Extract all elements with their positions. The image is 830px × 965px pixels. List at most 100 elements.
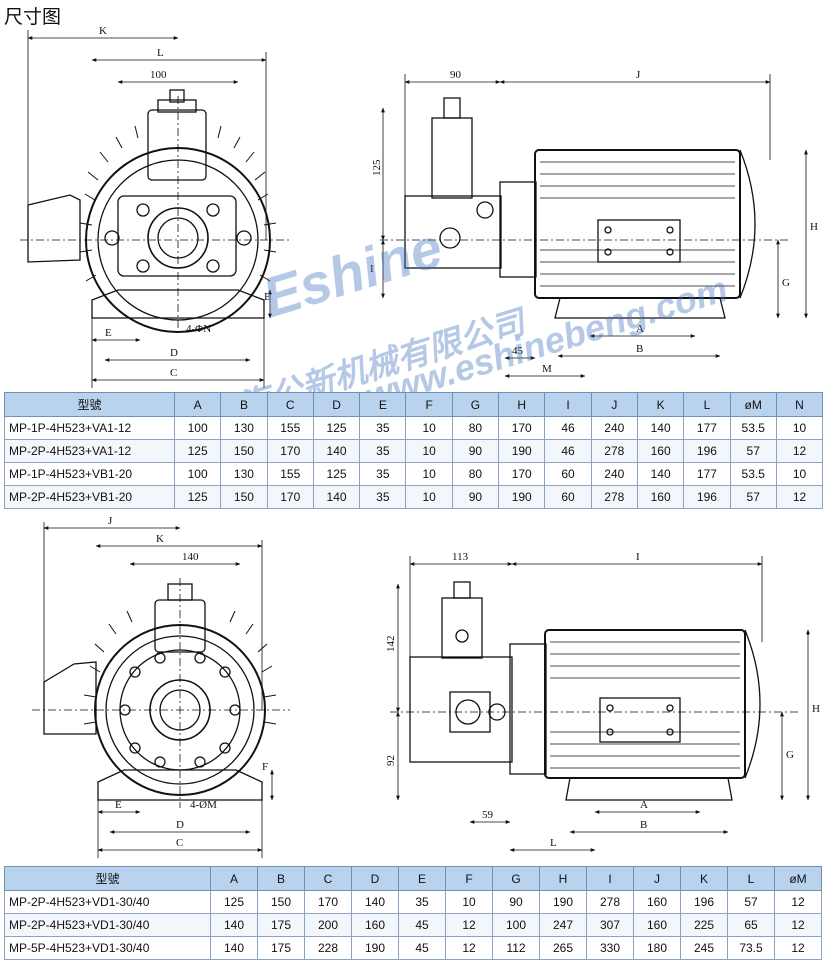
header-cell: A	[173, 392, 222, 417]
dim-A-vd: A	[640, 799, 648, 811]
cell: 46	[544, 416, 592, 440]
cell: 228	[304, 936, 352, 960]
header-cell: B	[220, 392, 268, 417]
dim-92: 92	[385, 755, 397, 766]
cell: 130	[220, 462, 268, 486]
header-cell: C	[304, 866, 352, 891]
cell: 57	[729, 439, 777, 463]
cell: 160	[633, 913, 681, 937]
dim-I-vd: I	[636, 551, 640, 563]
table-row: MP-1P-4H523+VA1-12 100 130 155 125 35 10…	[4, 416, 824, 440]
header-cell: E	[398, 866, 446, 891]
page-title: 尺寸图	[4, 7, 62, 28]
dim-J: J	[636, 69, 641, 81]
cell: 12	[775, 439, 824, 463]
cell: 57	[729, 485, 777, 509]
cell: 170	[266, 439, 314, 463]
cell: 240	[590, 462, 638, 486]
dim-125: 125	[371, 159, 383, 176]
front-view-motor-pump	[20, 89, 290, 333]
header-cell: F	[405, 392, 453, 417]
cell: 150	[220, 485, 268, 509]
dim-B-vd: B	[640, 819, 647, 831]
cell: 35	[359, 462, 407, 486]
header-cell: K	[680, 866, 728, 891]
cell: 10	[775, 416, 824, 440]
cell-model: MP-2P-4H523+VA1-12	[4, 439, 175, 463]
header-cell: 型號	[4, 866, 211, 891]
cell: 80	[451, 462, 500, 486]
dim-L-vd: L	[550, 837, 557, 849]
cell: 12	[774, 913, 822, 937]
cell-model: MP-1P-4H523+VB1-20	[4, 462, 175, 486]
front-view-motor-pump-vd	[32, 578, 290, 808]
cell: 125	[173, 485, 222, 509]
dim-59: 59	[482, 809, 494, 821]
dim-45: 45	[512, 345, 524, 357]
cell: 45	[398, 913, 446, 937]
header-cell: H	[539, 866, 587, 891]
header-cell: 型號	[4, 392, 175, 417]
side-view-motor-pump-vd	[390, 581, 800, 801]
side-view-vd-dimensions	[396, 556, 810, 852]
dim-E-right: E	[264, 291, 271, 303]
table-header-row: 型號 A B C D E F G H I J K L øM	[4, 866, 822, 891]
cell: 35	[359, 439, 407, 463]
cell: 140	[351, 890, 399, 914]
front-view-vd-dimensions	[43, 522, 274, 858]
header-cell: D	[312, 392, 361, 417]
header-cell: øM	[729, 392, 777, 417]
dim-4-N: 4-ΦN	[186, 323, 211, 335]
cell: 12	[774, 890, 822, 914]
header-cell: G	[451, 392, 500, 417]
cell: 190	[539, 890, 587, 914]
cell: 125	[312, 416, 361, 440]
cell-model: MP-5P-4H523+VD1-30/40	[4, 936, 211, 960]
cell: 170	[266, 485, 314, 509]
cell: 10	[445, 890, 493, 914]
dim-G-vd: G	[786, 749, 794, 761]
cell-model: MP-2P-4H523+VD1-30/40	[4, 913, 211, 937]
cell: 80	[451, 416, 500, 440]
dim-C-vd: C	[176, 837, 183, 849]
cell: 180	[633, 936, 681, 960]
dim-142: 142	[385, 636, 397, 653]
cell: 175	[257, 936, 305, 960]
cell: 200	[304, 913, 352, 937]
cell: 12	[774, 936, 822, 960]
side-view-dimensions	[381, 74, 808, 378]
cell: 53.5	[729, 462, 777, 486]
dim-D: D	[170, 347, 178, 359]
cell: 160	[636, 485, 685, 509]
table-row: MP-2P-4H523+VD1-30/40 140 175 200 160 45…	[4, 913, 822, 937]
side-view-motor-pump	[380, 97, 790, 319]
cell: 130	[220, 416, 268, 440]
table-header-row: 型號 A B C D E F G H I J K L øM N	[4, 392, 824, 417]
dim-140-vd: 140	[182, 551, 199, 563]
cell: 140	[636, 416, 685, 440]
cell: 190	[351, 936, 399, 960]
dim-113: 113	[452, 551, 469, 563]
cell: 150	[220, 439, 268, 463]
cell: 73.5	[727, 936, 775, 960]
cell: 265	[539, 936, 587, 960]
cell: 125	[173, 439, 222, 463]
header-cell: H	[498, 392, 546, 417]
cell-model: MP-2P-4H523+VD1-30/40	[4, 890, 211, 914]
spec-table-1: 型號 A B C D E F G H I J K L øM N MP-1P-4H…	[4, 392, 824, 509]
cell: 140	[312, 439, 361, 463]
dim-H-vd: H	[812, 703, 820, 715]
dim-G: G	[782, 277, 790, 289]
cell: 112	[492, 936, 540, 960]
cell: 196	[683, 439, 731, 463]
top-drawings: K L 100 E 4-ΦN E D C	[20, 25, 818, 388]
cell: 90	[492, 890, 540, 914]
cell: 177	[683, 462, 731, 486]
cell: 60	[544, 462, 592, 486]
cell: 307	[586, 913, 634, 937]
cell: 90	[451, 439, 500, 463]
cell: 10	[405, 416, 453, 440]
cell: 140	[636, 462, 685, 486]
header-cell: L	[683, 392, 731, 417]
cell: 240	[590, 416, 638, 440]
